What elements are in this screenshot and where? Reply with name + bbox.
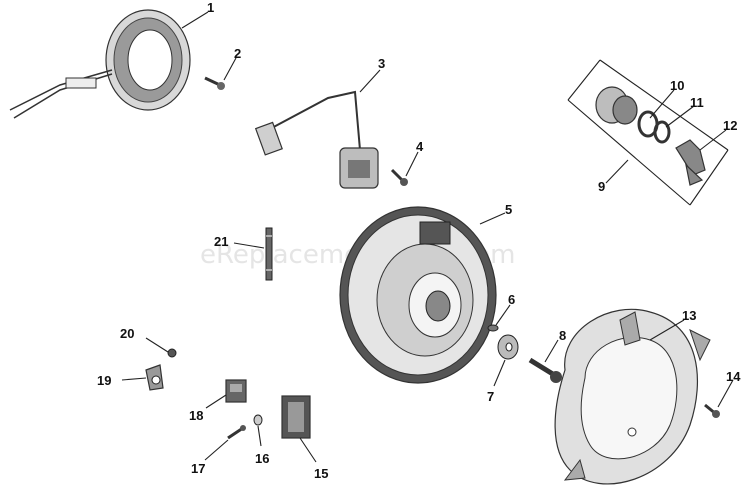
rectifier-part	[281, 395, 311, 439]
screw-14-part	[704, 403, 720, 418]
callout-19: 19	[97, 373, 111, 388]
stator-part	[9, 9, 191, 119]
stud-part	[265, 227, 273, 281]
callout-18: 18	[189, 408, 203, 423]
callout-4: 4	[416, 139, 424, 154]
ignition-module-part	[254, 90, 379, 189]
callout-1: 1	[207, 0, 214, 15]
callout-20: 20	[120, 326, 134, 341]
screw-2-part	[204, 76, 225, 90]
callout-6: 6	[508, 292, 515, 307]
callout-9: 9	[598, 179, 605, 194]
callout-labels: 1 2 3 4 5 6 7 8 9 10 11 12 13 14 15 16 1…	[97, 0, 741, 481]
flywheel-part	[339, 206, 497, 384]
nut-20-part	[167, 348, 177, 358]
connector-part	[225, 379, 247, 403]
leader-lines	[121, 11, 734, 463]
key-switch-assembly-part	[567, 59, 729, 206]
fan-part	[554, 308, 711, 485]
washer-7-part	[497, 334, 519, 360]
bolt-8-part	[528, 357, 562, 383]
key-6-part	[487, 324, 499, 332]
clamp-part	[145, 364, 164, 391]
washer-16-part	[253, 414, 263, 426]
callout-8: 8	[559, 328, 566, 343]
callout-16: 16	[255, 451, 269, 466]
callout-17: 17	[191, 461, 205, 476]
callout-5: 5	[505, 202, 512, 217]
callout-14: 14	[726, 369, 741, 384]
callout-7: 7	[487, 389, 494, 404]
callout-21: 21	[214, 234, 228, 249]
callout-13: 13	[682, 308, 696, 323]
screw-4-part	[390, 168, 408, 186]
callout-10: 10	[670, 78, 684, 93]
callout-12: 12	[723, 118, 737, 133]
screw-17-part	[227, 425, 246, 440]
callout-3: 3	[378, 56, 385, 71]
callout-2: 2	[234, 46, 241, 61]
callout-15: 15	[314, 466, 328, 481]
callout-11: 11	[690, 95, 704, 110]
